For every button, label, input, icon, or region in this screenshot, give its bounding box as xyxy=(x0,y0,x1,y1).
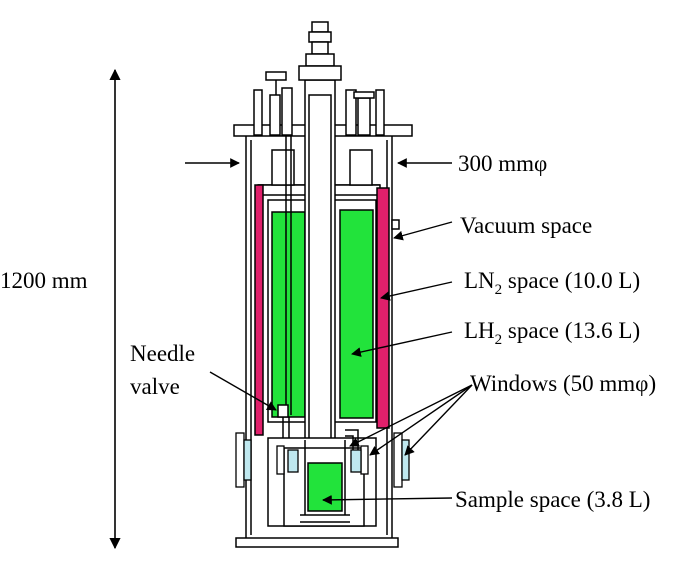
ln2-space-label: LN2 space (10.0 L) xyxy=(464,268,640,298)
windows-label: Windows (50 mmφ) xyxy=(470,371,656,396)
lh2-space-label: LH2 space (13.6 L) xyxy=(464,318,640,348)
cryostat-body xyxy=(233,21,413,548)
diameter-dimension: 300 mmφ xyxy=(185,151,547,176)
needle-valve-label-line1: Needle xyxy=(130,341,195,366)
leader-lines xyxy=(209,221,473,505)
height-dimension: 1200 mm xyxy=(0,68,121,550)
lh2-column-left xyxy=(271,211,306,418)
sample-space-fill xyxy=(307,462,343,512)
vacuum-space-label: Vacuum space xyxy=(460,213,592,238)
needle-valve-label-line2: valve xyxy=(130,374,180,399)
lh2-column-right xyxy=(339,209,374,419)
height-label: 1200 mm xyxy=(0,268,88,293)
diameter-label: 300 mmφ xyxy=(458,151,547,176)
sample-space-label: Sample space (3.8 L) xyxy=(455,487,650,512)
ln2-jacket-right xyxy=(376,187,390,429)
windows xyxy=(235,432,410,488)
ln2-jacket-left xyxy=(254,184,264,436)
